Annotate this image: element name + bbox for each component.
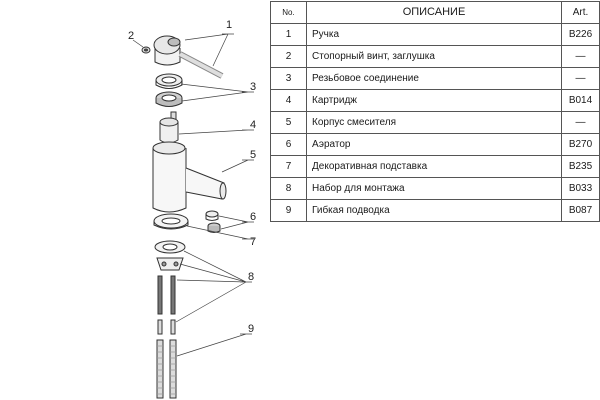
callout-8: 8 bbox=[248, 271, 254, 283]
part-description-cell: Резьбовое соединение bbox=[306, 67, 562, 90]
part-number-cell: 7 bbox=[270, 155, 307, 178]
part-description-cell: Картридж bbox=[306, 89, 562, 112]
part-article-cell: — bbox=[561, 45, 600, 68]
threaded-ring-part bbox=[155, 73, 183, 107]
part-description-cell: Набор для монтажа bbox=[306, 177, 562, 200]
part-article-cell: B270 bbox=[561, 133, 600, 156]
header-number: No. bbox=[270, 1, 307, 24]
part-number-cell: 3 bbox=[270, 67, 307, 90]
leader-lines bbox=[132, 33, 254, 357]
header-article: Art. bbox=[561, 1, 600, 24]
callout-4: 4 bbox=[250, 119, 256, 131]
part-description-cell: Ручка bbox=[306, 23, 562, 46]
part-article-cell: B033 bbox=[561, 177, 600, 200]
table-header-row: No. ОПИСАНИЕ Art. bbox=[270, 1, 600, 24]
aerator-part bbox=[205, 210, 221, 233]
part-number-cell: 4 bbox=[270, 89, 307, 112]
part-number-cell: 8 bbox=[270, 177, 307, 200]
part-description-cell: Декоративная подставка bbox=[306, 155, 562, 178]
part-article-cell: B087 bbox=[561, 199, 600, 222]
part-description-cell: Аэратор bbox=[306, 133, 562, 156]
handle-part bbox=[153, 35, 224, 79]
part-description-cell: Корпус смесителя bbox=[306, 111, 562, 134]
part-number-cell: 9 bbox=[270, 199, 307, 222]
part-number-cell: 5 bbox=[270, 111, 307, 134]
set-screw-part bbox=[141, 46, 151, 54]
flexible-hose-part bbox=[156, 339, 177, 399]
cartridge-part bbox=[159, 111, 179, 144]
callout-6: 6 bbox=[250, 211, 256, 223]
part-description-cell: Гибкая подводка bbox=[306, 199, 562, 222]
part-article-cell: B014 bbox=[561, 89, 600, 112]
part-number-cell: 6 bbox=[270, 133, 307, 156]
part-article-cell: B235 bbox=[561, 155, 600, 178]
part-description-cell: Стопорный винт, заглушка bbox=[306, 45, 562, 68]
part-article-cell: — bbox=[561, 67, 600, 90]
callout-2: 2 bbox=[128, 30, 134, 42]
mounting-kit-part bbox=[154, 240, 186, 335]
callout-3: 3 bbox=[250, 81, 256, 93]
callout-9: 9 bbox=[248, 323, 254, 335]
mixer-body-part bbox=[152, 141, 227, 213]
part-number-cell: 2 bbox=[270, 45, 307, 68]
decorative-base-part bbox=[153, 213, 189, 230]
callout-1: 1 bbox=[226, 19, 232, 31]
part-number-cell: 1 bbox=[270, 23, 307, 46]
part-article-cell: B226 bbox=[561, 23, 600, 46]
header-description: ОПИСАНИЕ bbox=[306, 1, 562, 24]
callout-7: 7 bbox=[250, 236, 256, 248]
part-article-cell: — bbox=[561, 111, 600, 134]
exploded-diagram: 1 2 3 4 5 6 7 8 9 bbox=[128, 19, 256, 399]
callout-5: 5 bbox=[250, 149, 256, 161]
